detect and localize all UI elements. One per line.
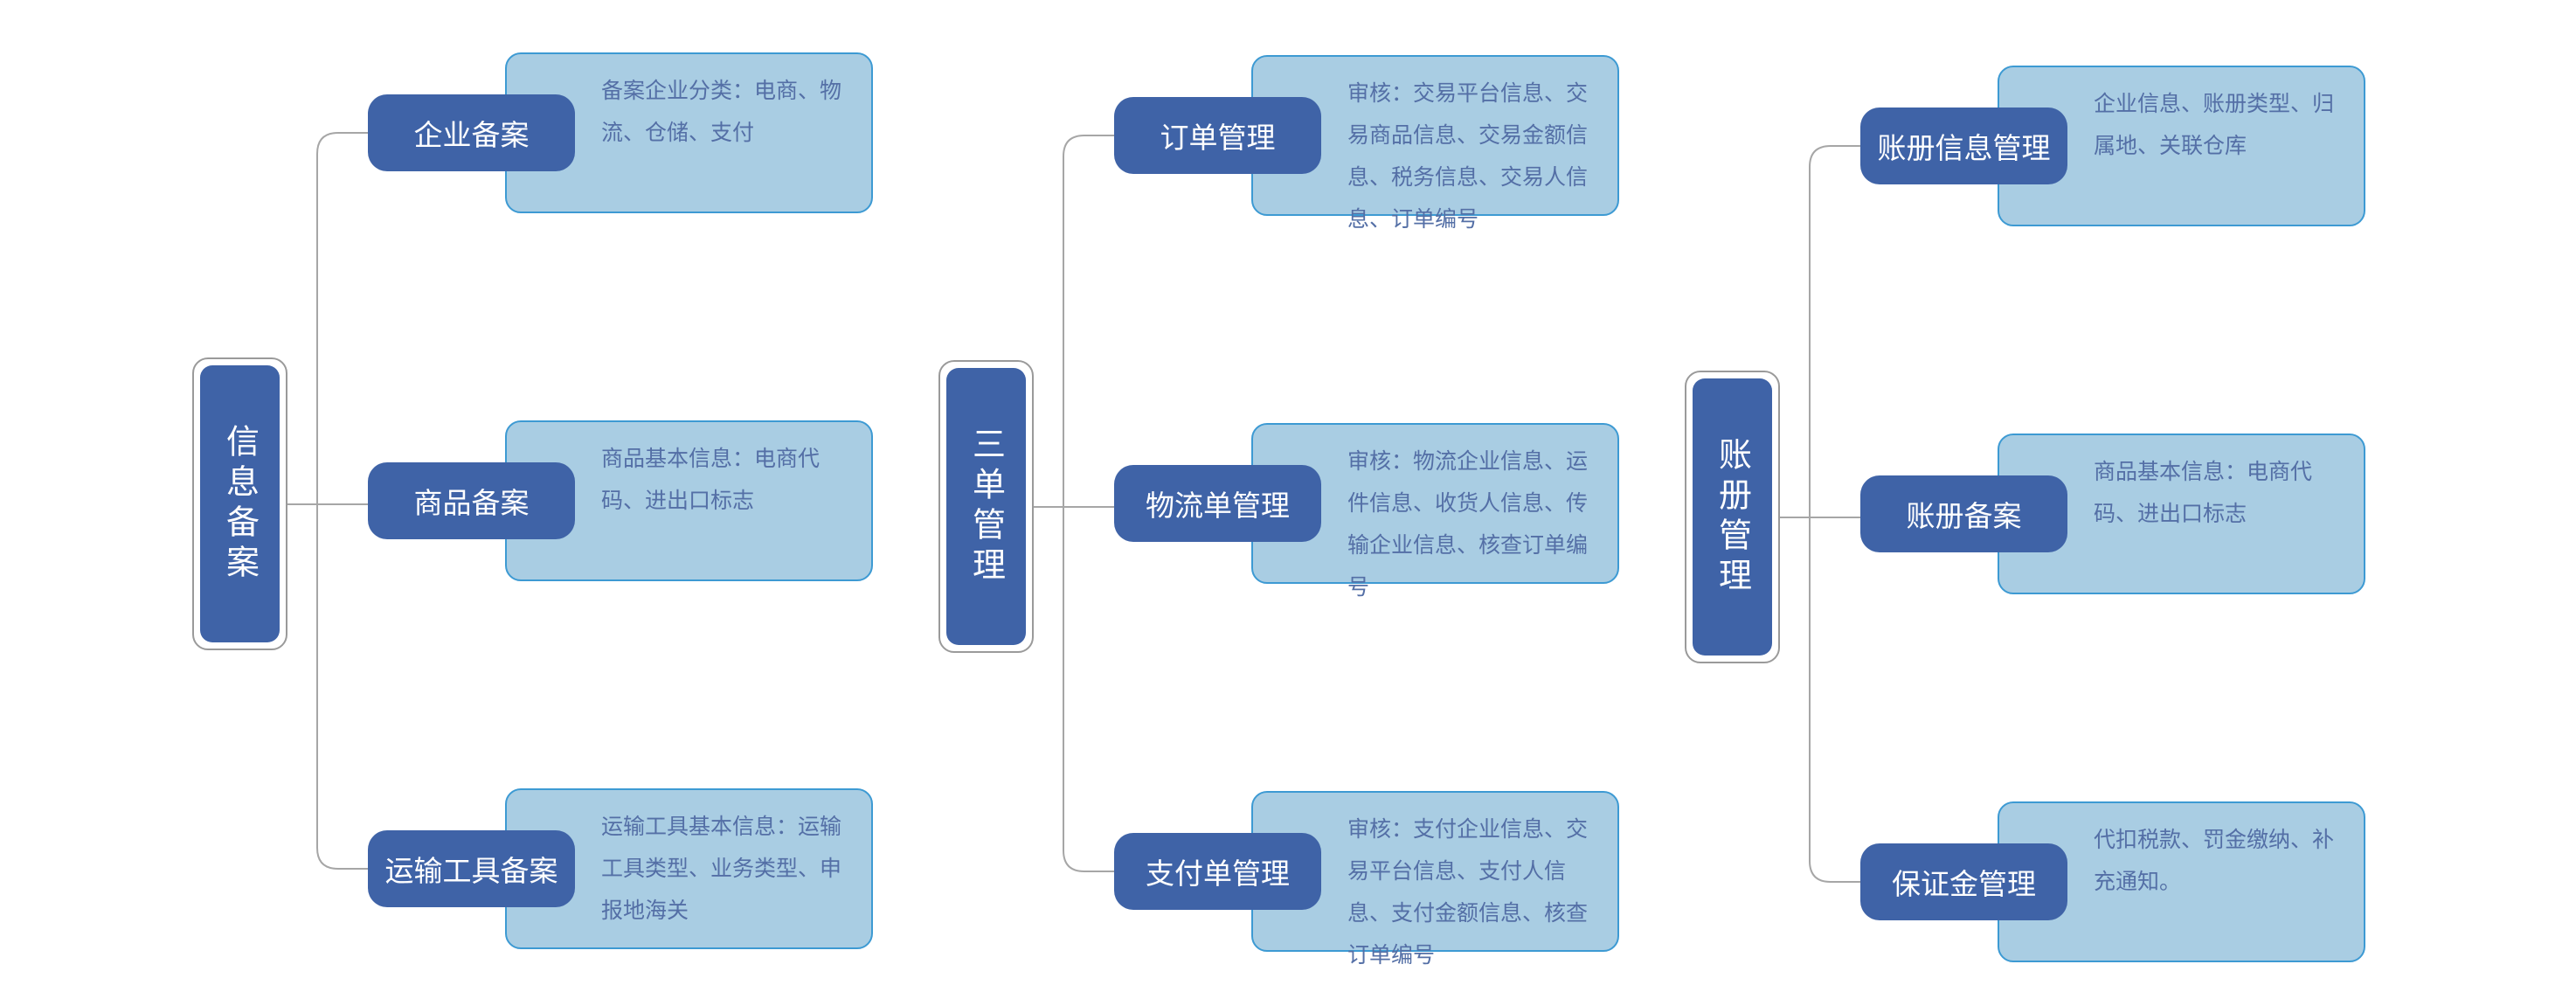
connector-line [1809, 145, 1860, 883]
node-ledger-filing[interactable]: 账册备案 [1860, 475, 2067, 552]
desc-box-enterprise-filing: 备案企业分类：电商、物流、仓储、支付 [505, 52, 873, 213]
root-node-info-filing[interactable]: 信息备案 [200, 365, 280, 642]
node-payment-management[interactable]: 支付单管理 [1114, 833, 1321, 910]
node-deposit-management[interactable]: 保证金管理 [1860, 843, 2067, 920]
root-node-label: 信息备案 [220, 423, 260, 585]
connector-line [1063, 135, 1114, 872]
node-logistics-management[interactable]: 物流单管理 [1114, 465, 1321, 542]
root-node-label: 账册管理 [1713, 436, 1752, 598]
root-node-label: 三单管理 [966, 426, 1006, 587]
node-enterprise-filing[interactable]: 企业备案 [368, 94, 575, 171]
connector-line [316, 132, 368, 870]
node-order-management[interactable]: 订单管理 [1114, 97, 1321, 174]
node-goods-filing[interactable]: 商品备案 [368, 462, 575, 539]
node-transport-filing[interactable]: 运输工具备案 [368, 830, 575, 907]
root-node-three-docs[interactable]: 三单管理 [946, 368, 1026, 645]
node-ledger-info[interactable]: 账册信息管理 [1860, 108, 2067, 184]
root-node-ledger[interactable]: 账册管理 [1693, 378, 1772, 656]
desc-box-transport-filing: 运输工具基本信息：运输工具类型、业务类型、申报地海关 [505, 788, 873, 949]
